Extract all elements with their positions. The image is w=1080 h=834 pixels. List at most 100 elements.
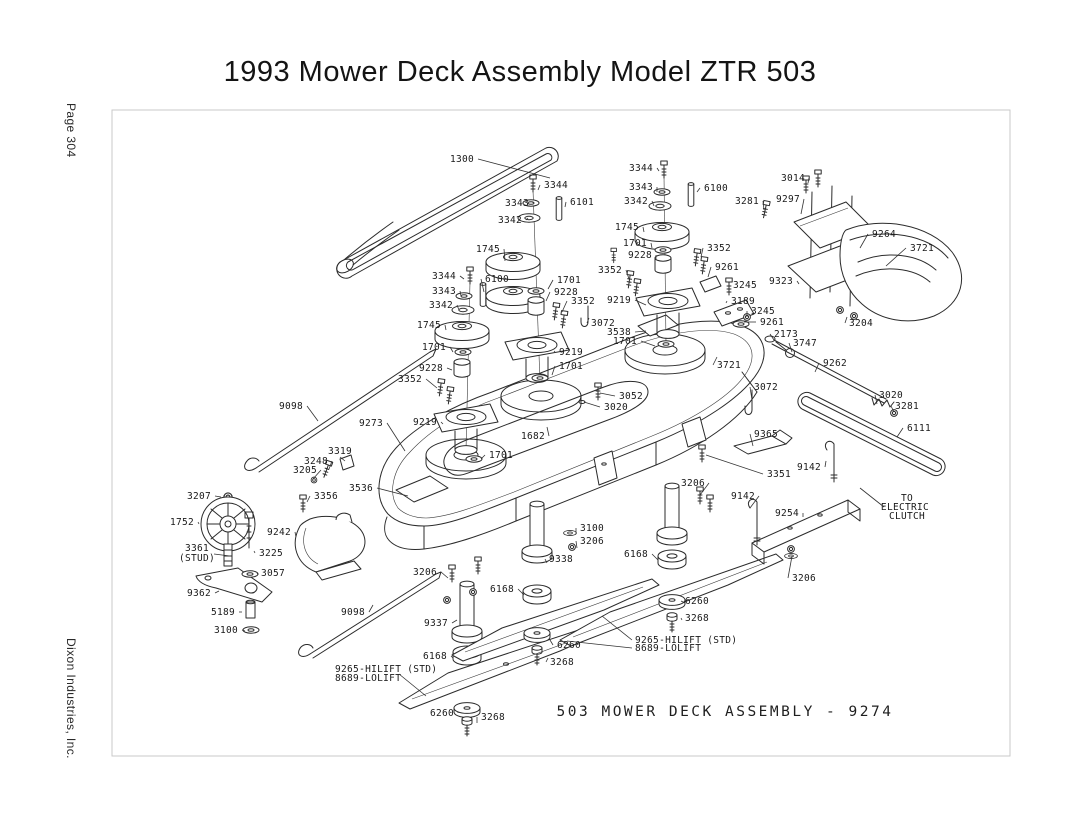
part-label: 1701 — [422, 342, 446, 353]
diagram-line — [500, 395, 582, 421]
diagram-line — [451, 305, 475, 315]
diagram-line — [244, 582, 258, 594]
part-label: 3206 — [792, 573, 816, 584]
diagram-line — [466, 266, 474, 285]
part-label: 9261 — [715, 262, 739, 273]
diagram-line — [335, 512, 353, 523]
leader-line — [213, 553, 231, 557]
part-label: 1701 — [559, 361, 583, 372]
diagram-line — [339, 454, 355, 471]
diagram-line — [309, 571, 442, 659]
part-label: 9265-HILIFT (STD) — [635, 635, 737, 646]
diagram-line — [465, 455, 483, 463]
diagram-line — [787, 545, 795, 553]
leader-line — [440, 571, 449, 579]
part-label: 9297 — [776, 194, 800, 205]
part-label: 1745 — [417, 320, 441, 331]
part-label: 3356 — [314, 491, 338, 502]
diagram-line — [529, 174, 537, 193]
diagram-line — [648, 201, 672, 211]
part-label: 3344 — [629, 163, 653, 174]
part-label: 3343 — [432, 286, 456, 297]
leader-line — [650, 242, 653, 249]
part-label: 3721 — [717, 360, 741, 371]
part-label: 1701 — [489, 450, 513, 461]
diagram-line — [713, 299, 755, 327]
leader-line — [549, 639, 554, 646]
part-label: 3245 — [733, 280, 757, 291]
leader-line — [680, 600, 686, 604]
leader-line — [480, 454, 486, 460]
spindle-stack-right — [624, 160, 709, 348]
diagram-line — [344, 221, 400, 266]
leader-line — [537, 184, 541, 191]
diagram-line — [801, 396, 942, 472]
part-label: 9098 — [279, 401, 303, 412]
part-label: 3206 — [580, 536, 604, 547]
diagram-line — [464, 586, 644, 653]
diagram-line — [797, 391, 946, 477]
leader-line — [480, 278, 485, 293]
part-label: 3189 — [731, 296, 755, 307]
leader-line — [874, 394, 878, 405]
part-label: (STUD) — [179, 553, 215, 564]
diagram-line — [448, 564, 456, 583]
leader-line — [553, 350, 556, 353]
belt-cover-9242 — [294, 494, 366, 581]
part-label: 3721 — [910, 243, 934, 254]
diagram-line — [657, 340, 675, 348]
diagram-line — [658, 594, 686, 610]
part-label: 9261 — [760, 317, 784, 328]
diagram-line — [245, 601, 256, 619]
part-label: 5189 — [211, 607, 235, 618]
leader-line — [800, 198, 805, 215]
part-label: 3225 — [259, 548, 283, 559]
part-label: 9273 — [359, 418, 383, 429]
part-label: 3245 — [751, 306, 775, 317]
part-label: 3014 — [781, 173, 805, 184]
part-label: 9228 — [554, 287, 578, 298]
diagram-line — [849, 233, 949, 283]
discharge-chute-assembly — [759, 169, 963, 322]
diagram-line — [521, 500, 553, 564]
part-label: 1745 — [476, 244, 500, 255]
part-label: 9098 — [341, 607, 365, 618]
diagram-border — [111, 109, 1011, 757]
part-label: 3343 — [629, 182, 653, 193]
diagram-line — [550, 302, 561, 321]
spindle-stack-left — [433, 266, 499, 463]
hanger-hardware-right — [698, 429, 861, 565]
leader-line — [566, 640, 633, 649]
diagram-line — [455, 292, 473, 300]
diagram-line — [451, 578, 660, 662]
diagram-line — [195, 567, 273, 603]
leader-line — [640, 340, 656, 347]
part-label: 3351 — [767, 469, 791, 480]
part-label: 1701 — [613, 336, 637, 347]
part-label: 3205 — [293, 465, 317, 476]
diagram-line — [751, 499, 861, 565]
part-label: TO — [901, 493, 913, 504]
part-label: 3100 — [214, 625, 238, 636]
diagram-line — [523, 627, 551, 643]
diagram-line — [624, 270, 635, 289]
leader-line — [339, 456, 346, 462]
part-label: 3352 — [598, 265, 622, 276]
diagram-line — [206, 502, 250, 546]
diagram-line — [799, 207, 849, 227]
diagram-line — [244, 457, 260, 471]
leader-line — [312, 469, 322, 480]
leader-line — [705, 454, 764, 475]
diagram-line — [245, 599, 256, 605]
part-label: 9219 — [559, 347, 583, 358]
leader-line — [294, 531, 297, 538]
leader-line — [699, 482, 710, 496]
leader-line — [376, 487, 409, 497]
leader-line — [561, 300, 568, 313]
part-label: 9262 — [823, 358, 847, 369]
leader-line — [787, 555, 793, 579]
part-label: 2173 — [774, 329, 798, 340]
leader-line — [368, 604, 374, 613]
diagram-line — [691, 248, 702, 267]
leader-line — [398, 673, 427, 697]
